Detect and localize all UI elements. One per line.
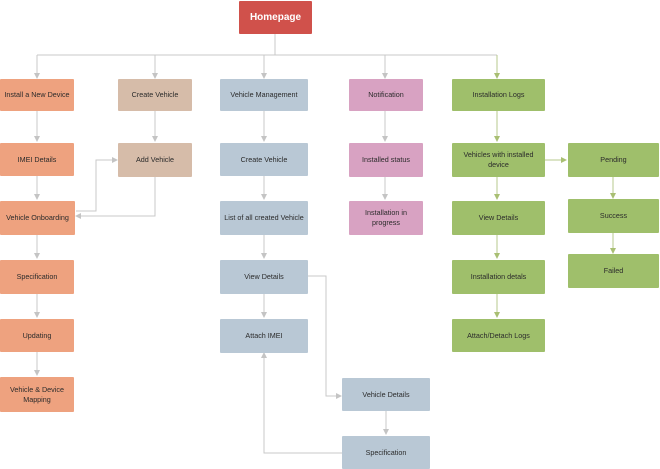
success-node[interactable]: Success [568, 199, 659, 233]
logs-view-details-node[interactable]: View Details [452, 201, 545, 235]
vehicle-device-mapping-node[interactable]: Vehicle & Device Mapping [0, 377, 74, 412]
vehicle-management-node[interactable]: Vehicle Management [220, 79, 308, 111]
bus-line [37, 33, 497, 56]
add-vehicle-node[interactable]: Add Vehicle [118, 143, 192, 177]
imei-details-node[interactable]: IMEI Details [0, 143, 74, 176]
create-vehicle-node[interactable]: Create Vehicle [118, 79, 192, 111]
specification-node[interactable]: Specification [0, 260, 74, 294]
installation-logs-node[interactable]: Installation Logs [452, 79, 545, 111]
failed-node[interactable]: Failed [568, 254, 659, 288]
attach-imei-node[interactable]: Attach IMEI [220, 319, 308, 353]
vehicle-details-node[interactable]: Vehicle Details [342, 378, 430, 411]
installation-in-progress-node[interactable]: Installation in progress [349, 201, 423, 235]
list-created-vehicle-node[interactable]: List of all created Vehicle [220, 201, 308, 235]
edge-spec-attach [261, 352, 342, 454]
edge-onboard-add [76, 157, 118, 212]
vehicles-installed-device-node[interactable]: Vehicles with installed device [452, 143, 545, 177]
edge-add-onboard [75, 177, 156, 219]
install-new-device-node[interactable]: Install a New Device [0, 79, 74, 111]
vm-view-details-node[interactable]: View Details [220, 260, 308, 294]
updating-node[interactable]: Updating [0, 319, 74, 352]
notification-node[interactable]: Notification [349, 79, 423, 111]
installation-details-node[interactable]: Installation detals [452, 260, 545, 294]
pending-node[interactable]: Pending [568, 143, 659, 177]
vm-specification-node[interactable]: Specification [342, 436, 430, 469]
homepage-node[interactable]: Homepage [239, 1, 312, 34]
vehicle-onboarding-node[interactable]: Vehicle Onboarding [0, 201, 75, 235]
edge-view-vdetails [308, 275, 342, 399]
installed-status-node[interactable]: Installed status [349, 143, 423, 177]
vm-create-vehicle-node[interactable]: Create Vehicle [220, 143, 308, 176]
attach-detach-logs-node[interactable]: Attach/Detach Logs [452, 319, 545, 352]
